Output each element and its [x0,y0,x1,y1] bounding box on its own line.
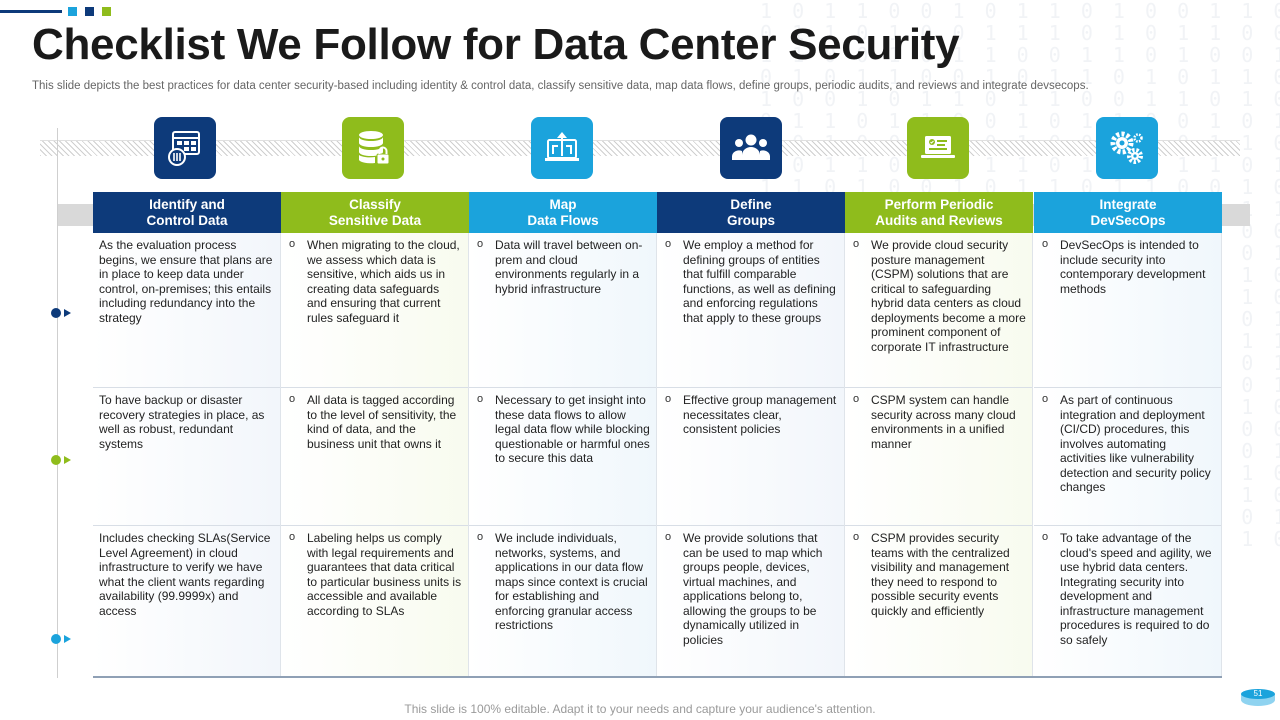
column-header: Define Groups [657,192,845,233]
column-body: We employ a method for defining groups o… [657,233,845,676]
row-marker-3 [51,634,73,644]
row-marker-2 [51,455,73,465]
row-divider [93,525,280,526]
column-header: Integrate DevSecOps [1034,192,1222,233]
group-icon [732,134,770,160]
row-divider [845,525,1032,526]
row-divider [1034,525,1221,526]
accent-square-navy [85,7,94,16]
page-number-badge: 51 [1241,689,1275,709]
checklist-cell: CSPM provides security teams with the ce… [845,528,1032,618]
left-rule [57,128,58,678]
checklist-cell: We provide solutions that can be used to… [657,528,844,647]
checklist-cell: CSPM system can handle security across m… [845,390,1032,451]
checklist-cell: We employ a method for defining groups o… [657,235,844,325]
checklist-cell: DevSecOps is intended to include securit… [1034,235,1221,296]
accent-square-green [102,7,111,16]
row-divider [1034,387,1221,388]
checklist-cell: Effective group management necessitates … [657,390,844,437]
icon-tile-map [531,117,593,179]
checklist-cell: As part of continuous integration and de… [1034,390,1221,495]
data-flow-icon [545,132,579,161]
row-marker-1 [51,308,73,318]
checklist-cell: We include individuals, networks, system… [469,528,656,633]
checklist-cell: To have backup or disaster recovery stra… [99,393,265,451]
table-bottom-rule [93,676,1222,678]
column-header: Map Data Flows [469,192,657,233]
checklist-cell: We provide cloud security posture manage… [845,235,1032,354]
icon-tile-audits [907,117,969,179]
checklist-cell: Data will travel between on-prem and clo… [469,235,656,296]
gears-icon [1110,131,1143,164]
checklist-cell: When migrating to the cloud, we assess w… [281,235,468,325]
checklist-cell: To take advantage of the cloud's speed a… [1034,528,1221,647]
icon-tile-groups [720,117,782,179]
hatched-band [40,140,1240,156]
accent-line [0,10,62,13]
slide-footer: This slide is 100% editable. Adapt it to… [404,702,876,716]
row-divider [93,387,280,388]
accent-square-blue [68,7,77,16]
row-divider [281,387,468,388]
column-map: Map Data Flows Data will travel between … [469,192,657,676]
column-classify: Classify Sensitive Data When migrating t… [281,192,469,676]
audit-laptop-icon [921,136,955,158]
icon-tile-classify [342,117,404,179]
column-header: Classify Sensitive Data [281,192,469,233]
slide-subtitle: This slide depicts the best practices fo… [32,80,1089,92]
checklist-cell: Includes checking SLAs(Service Level Agr… [99,531,271,618]
column-body: As the evaluation process begins, we ens… [93,233,281,676]
row-divider [281,525,468,526]
column-groups: Define Groups We employ a method for def… [657,192,845,676]
column-header: Perform Periodic Audits and Reviews [845,192,1033,233]
row-divider [845,387,1032,388]
icon-tile-devsecops [1096,117,1158,179]
column-audits: Perform Periodic Audits and Reviews We p… [845,192,1033,676]
slide-title: Checklist We Follow for Data Center Secu… [32,20,960,69]
database-lock-icon [359,131,390,165]
column-body: When migrating to the cloud, we assess w… [281,233,469,676]
column-body: Data will travel between on-prem and clo… [469,233,657,676]
icon-tile-identify [154,117,216,179]
column-identify: Identify and Control Data As the evaluat… [93,192,281,676]
column-body: DevSecOps is intended to include securit… [1034,233,1222,676]
column-devsecops: Integrate DevSecOps DevSecOps is intende… [1034,192,1222,676]
row-divider [657,387,844,388]
row-divider [657,525,844,526]
checklist-cell: Necessary to get insight into these data… [469,390,656,466]
row-divider [469,387,656,388]
page-number: 51 [1253,689,1263,698]
checklist-cell: As the evaluation process begins, we ens… [99,238,273,325]
checklist-cell: All data is tagged according to the leve… [281,390,468,451]
column-body: We provide cloud security posture manage… [845,233,1033,676]
row-divider [469,525,656,526]
column-header: Identify and Control Data [93,192,281,233]
data-control-icon [168,131,200,166]
checklist-cell: Labeling helps us comply with legal requ… [281,528,468,618]
